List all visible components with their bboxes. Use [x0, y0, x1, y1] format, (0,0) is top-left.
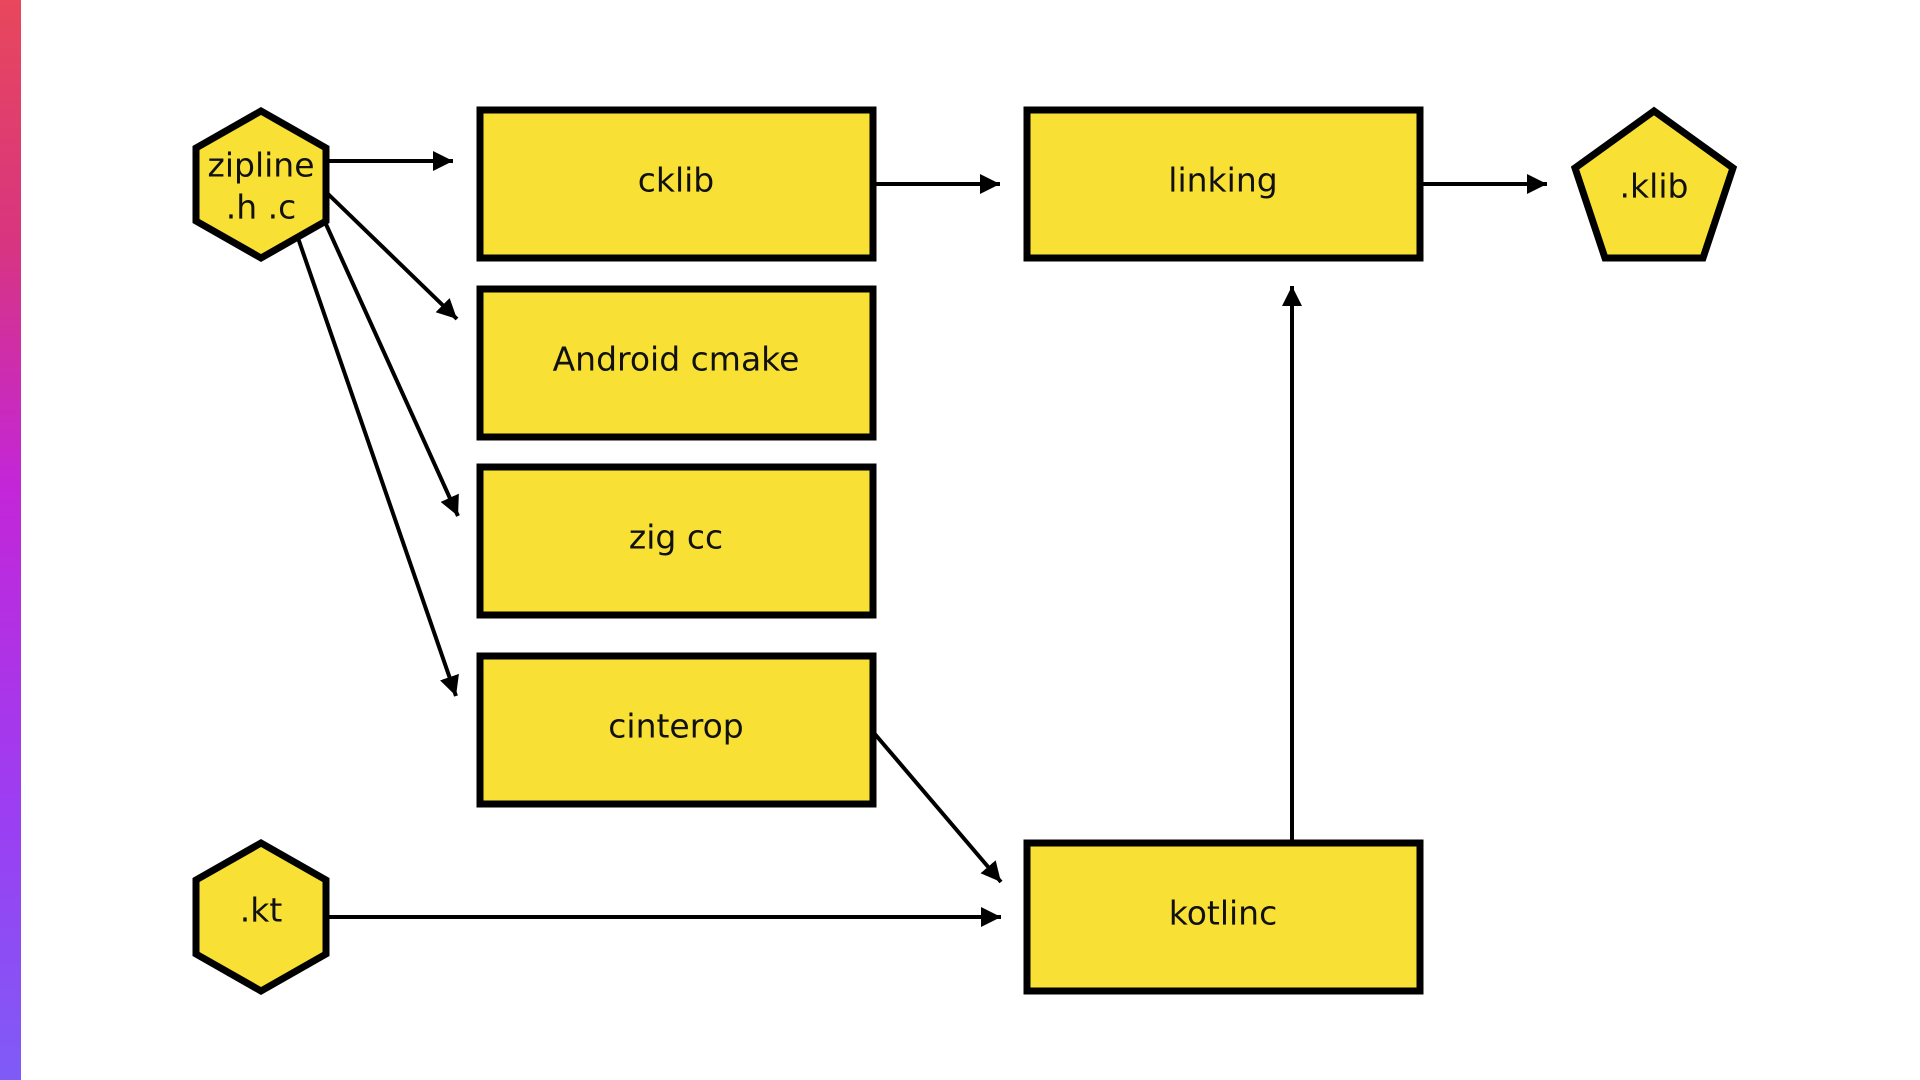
edge-cinterop-to-kotlinc: [872, 731, 1003, 884]
node-klib: .klib: [1570, 106, 1738, 262]
edge-zipline-to-android-cmake: [325, 191, 459, 321]
klib-pentagon: [1570, 106, 1738, 262]
node-cklib: cklib: [476, 106, 877, 262]
linking-label: linking: [1168, 161, 1277, 200]
node-kotlinc: kotlinc: [1023, 839, 1424, 995]
edge-zipline-to-cinterop: [296, 237, 459, 697]
android-cmake-label: Android cmake: [553, 340, 800, 379]
klib-label: .klib: [1620, 167, 1689, 206]
cklib-label: cklib: [638, 161, 715, 200]
node-cinterop: cinterop: [476, 652, 877, 808]
node-kt: .kt: [192, 838, 330, 996]
edges: [296, 151, 1547, 927]
zipline-hexagon: [192, 106, 330, 263]
node-android-cmake: Android cmake: [476, 285, 877, 441]
zig-cc-label: zig cc: [629, 518, 723, 557]
zipline-label-line2: .h .c: [226, 188, 297, 227]
edge-zipline-to-zig-cc: [323, 221, 460, 517]
cklib-box: [476, 106, 877, 262]
kotlinc-box: [1023, 839, 1424, 995]
cinterop-label: cinterop: [608, 707, 743, 746]
kt-label: .kt: [240, 891, 283, 930]
zipline-label-line1: zipline: [208, 146, 315, 185]
node-zig-cc: zig cc: [476, 463, 877, 619]
kotlinc-label: kotlinc: [1169, 894, 1277, 933]
linking-box: [1023, 106, 1424, 262]
node-linking: linking: [1023, 106, 1424, 262]
zig-cc-box: [476, 463, 877, 619]
node-zipline: zipline .h .c: [192, 106, 330, 263]
cinterop-box: [476, 652, 877, 808]
accent-gradient-bar: [0, 0, 21, 1080]
android-cmake-box: [476, 285, 877, 441]
kt-hexagon: [192, 838, 330, 996]
